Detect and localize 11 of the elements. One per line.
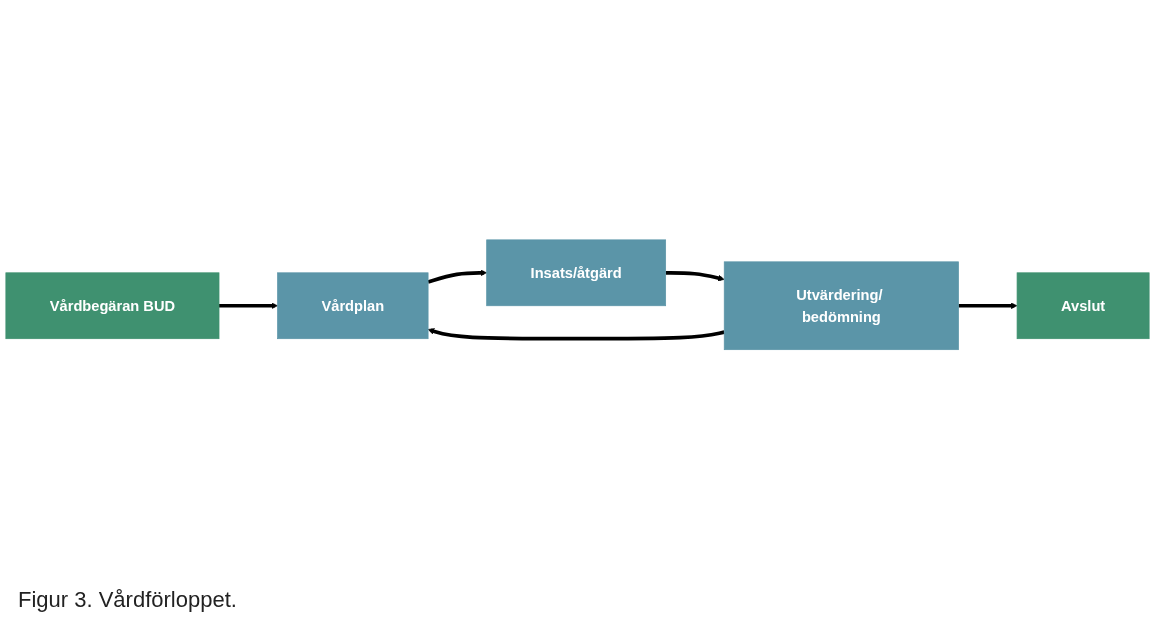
node-box: Vårdplan	[277, 272, 429, 340]
figure-caption: Figur 3. Vårdförloppet.	[18, 587, 237, 613]
arrow	[958, 302, 1018, 310]
arrow	[427, 269, 487, 284]
node-box: Insats/åtgärd	[486, 239, 667, 307]
arrow	[219, 302, 278, 310]
arrow	[665, 271, 725, 282]
node-box: Vårdbegäran BUD	[5, 272, 220, 340]
arrow	[427, 328, 725, 341]
node-box: Utvärdering/ bedömning	[723, 261, 959, 351]
node-box: Avslut	[1016, 272, 1150, 340]
